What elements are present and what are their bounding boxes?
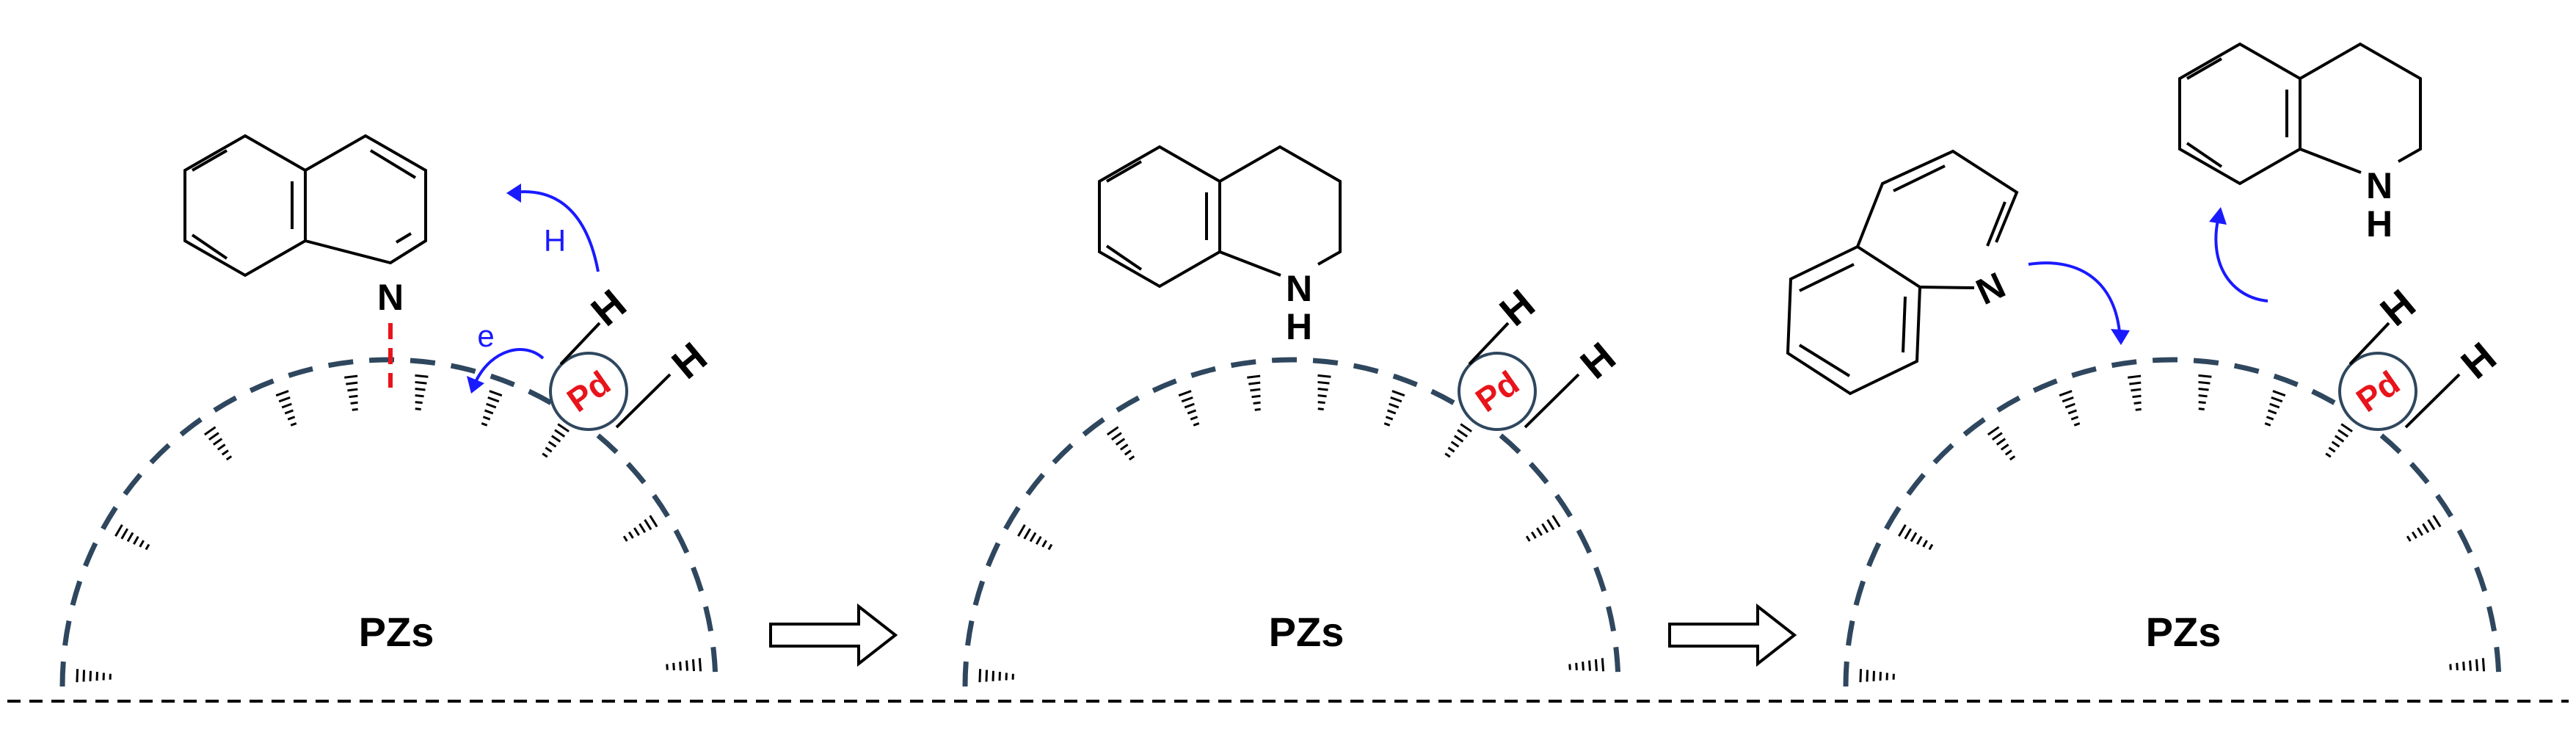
surface-site (1898, 523, 1934, 551)
adsorption-arrowhead (2111, 329, 2130, 345)
nh-hydrogen: H (1286, 306, 1312, 347)
surface-site (978, 669, 1014, 683)
surface-site (415, 374, 429, 410)
electron-transfer-arrowhead (467, 376, 484, 394)
hydrogen-atom-2: H (1571, 333, 1623, 388)
quinoline-nitrogen: N (377, 277, 404, 318)
surface-site (2325, 423, 2353, 458)
electron-transfer-arrow (474, 348, 545, 383)
desorption-arrow (2214, 220, 2268, 302)
h-transfer-arrowhead (506, 184, 521, 203)
panel-3: PZs N N H Pd (1786, 42, 2505, 687)
surface-site (666, 658, 702, 672)
surface-site (2264, 390, 2286, 427)
surface-site (1525, 515, 1561, 542)
surface-site (1017, 523, 1053, 551)
h-transfer-arrow (513, 190, 600, 272)
pzs-label: PZs (359, 609, 434, 655)
surface-site (1317, 374, 1331, 410)
surface-site (1178, 390, 1200, 427)
h-transfer-label: H (544, 223, 566, 258)
panel-1: PZs N Pd H H H e (59, 134, 718, 687)
hydrogen-atom-1: H (582, 280, 634, 335)
panel-2: PZs N H Pd H H (962, 145, 1624, 687)
process-arrow-1 (769, 603, 898, 667)
surface-site (114, 523, 150, 551)
surface-site (1987, 426, 2016, 461)
surface-site (1568, 658, 1605, 672)
pd-particle: Pd (2338, 352, 2417, 431)
surface-site (2128, 374, 2142, 411)
h2-molecule (1468, 322, 1580, 429)
process-arrow-2 (1668, 603, 1797, 667)
surface-site (275, 390, 297, 427)
adsorption-arrow (2028, 261, 2121, 333)
approaching-quinoline (1786, 149, 2019, 396)
quinoline (183, 134, 427, 278)
surface-site (2449, 658, 2486, 672)
tetrahydroquinoline (1098, 145, 1342, 289)
surface-site (2059, 390, 2081, 427)
support-outline (962, 357, 1621, 687)
electron-transfer-label: e (477, 319, 494, 353)
hydrogen-atom-1: H (2371, 280, 2423, 335)
surface-site (1444, 423, 1472, 458)
pzs-support (962, 357, 1621, 687)
support-outline (1843, 357, 2502, 687)
desorption-arrowhead (2209, 207, 2227, 225)
surface-site (1383, 390, 1405, 427)
pd-particle: Pd (549, 352, 628, 431)
surface-site (1247, 374, 1261, 411)
surface-site (1106, 426, 1135, 461)
hydrogen-atom-2: H (2452, 333, 2504, 388)
surface-site (481, 390, 503, 427)
hydrogen-atom-1: H (1491, 280, 1543, 335)
pzs-support (1843, 357, 2502, 687)
nh-nitrogen: N (2366, 165, 2393, 206)
pd-particle: Pd (1458, 352, 1537, 431)
h2-molecule (559, 322, 672, 429)
surface-site (542, 423, 570, 458)
pzs-label: PZs (1269, 609, 1345, 655)
pzs-label: PZs (2146, 609, 2222, 655)
nh-nitrogen: N (1286, 268, 1312, 309)
surface-site (2198, 374, 2212, 410)
surface-site (2406, 515, 2442, 542)
surface-site (203, 426, 233, 461)
hydrogen-atom-2: H (663, 333, 715, 388)
surface-site (1859, 669, 1895, 683)
surface-site (622, 515, 658, 542)
nh-hydrogen: H (2366, 203, 2393, 244)
desorbing-tetrahydroquinoline (2178, 42, 2422, 186)
surface-site (76, 669, 112, 683)
h2-molecule (2348, 322, 2461, 429)
surface-site (344, 374, 358, 411)
approaching-nitrogen: N (1970, 264, 2011, 313)
